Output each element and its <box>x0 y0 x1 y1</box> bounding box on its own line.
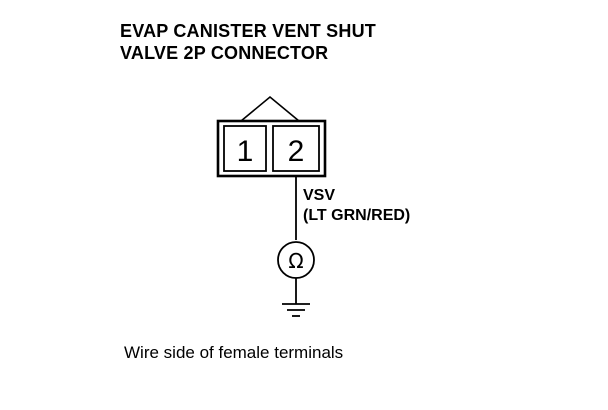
title-line-1: EVAP CANISTER VENT SHUT <box>120 21 376 41</box>
wire-color: (LT GRN/RED) <box>303 207 411 224</box>
diagram-title: EVAP CANISTER VENT SHUT VALVE 2P CONNECT… <box>120 20 480 64</box>
connector-cell-2 <box>272 125 320 172</box>
diagram-caption: Wire side of female terminals <box>124 343 344 362</box>
wire-label: VSV (LT GRN/RED) <box>303 186 410 226</box>
pin-2-label: 2 <box>288 135 305 168</box>
ground-icon <box>282 303 310 317</box>
title-line-2: VALVE 2P CONNECTOR <box>120 43 329 63</box>
ohm-symbol: Ω <box>288 249 303 273</box>
connector-lock-tab <box>240 95 300 122</box>
pin-1-label: 1 <box>237 135 254 168</box>
connector-cell-1 <box>223 125 267 172</box>
connector-body <box>216 119 327 178</box>
wire-name: VSV <box>303 187 336 204</box>
